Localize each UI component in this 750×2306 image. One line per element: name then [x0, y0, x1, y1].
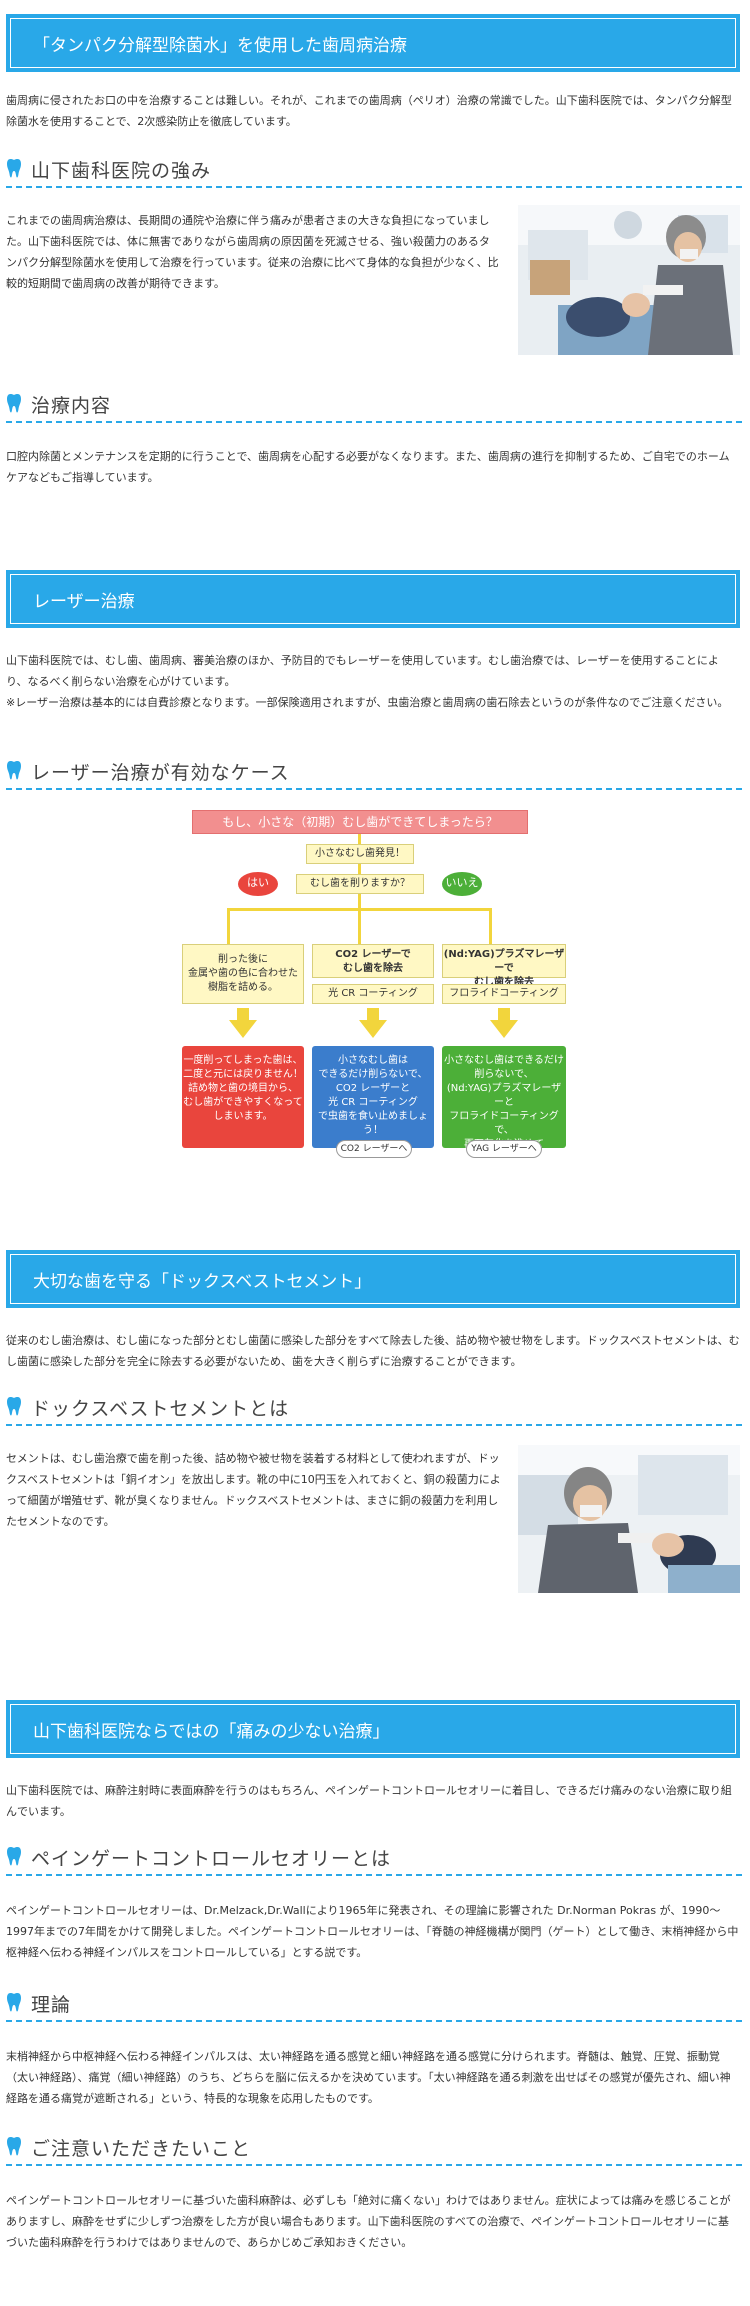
- tooth-icon: [7, 1993, 21, 2012]
- subsection-heading-text: レーザー治療が有効なケース: [31, 761, 290, 784]
- flowchart-option: (Nd:YAG)プラズマレーザーで むし歯を除去: [442, 944, 566, 988]
- section-banner-title: 山下歯科医院ならではの「痛みの少ない治療」: [10, 1704, 736, 1754]
- section-note: ※レーザー治療は基本的には自費診療となります。一部保険適用されますが、虫歯治療と…: [6, 696, 729, 709]
- subsection-heading: 治療内容: [6, 387, 742, 423]
- flowchart-no: いいえ: [442, 872, 482, 896]
- subsection-body: ペインゲートコントロールセオリーに基づいた歯科麻酔は、必ずしも「絶対に痛くない」…: [6, 2194, 731, 2249]
- section-banner-title: レーザー治療: [10, 574, 736, 624]
- flowchart-yes: はい: [238, 872, 278, 896]
- flowchart-title: もし、小さな（初期）むし歯ができてしまったら？: [192, 810, 528, 834]
- dentist-treatment-photo: [518, 1445, 740, 1593]
- section-intro: 山下歯科医院では、むし歯、歯周病、審美治療のほか、予防目的でもレーザーを使用して…: [6, 654, 719, 688]
- tooth-icon: [7, 394, 21, 413]
- flowchart-result: 一度削ってしまった歯は、 二度と元には戻りません！ 詰め物と歯の境目から、 むし…: [182, 1046, 304, 1148]
- laser-flowchart: もし、小さな（初期）むし歯ができてしまったら？ 小さなむし歯発見！ むし歯を削り…: [180, 810, 570, 1180]
- subsection-body: 末梢神経から中枢神経へ伝わる神経インパルスは、太い神経路を通る感覚と細い神経路を…: [6, 2050, 731, 2105]
- tooth-icon: [7, 1397, 21, 1416]
- subsection-heading: ドックスベストセメントとは: [6, 1390, 742, 1426]
- flowchart-option: CO2 レーザーで むし歯を除去: [312, 944, 434, 978]
- tooth-icon: [7, 1847, 21, 1866]
- flowchart-result: 小さなむし歯はできるだけ 削らないで、 (Nd:YAG)プラズマレーザーと フロ…: [442, 1046, 566, 1164]
- section-intro: 山下歯科医院では、麻酔注射時に表面麻酔を行うのはもちろん、ペインゲートコントロー…: [6, 1784, 732, 1818]
- tooth-icon: [7, 2137, 21, 2156]
- flowchart-result: 小さなむし歯は できるだけ削らないで、 CO2 レーザーと 光 CR コーティン…: [312, 1046, 434, 1148]
- subsection-heading: ご注意いただきたいこと: [6, 2130, 742, 2166]
- section-banner: 「タンパク分解型除菌水」を使用した歯周病治療: [6, 14, 740, 72]
- section-banner-title: 大切な歯を守る「ドックスベストセメント」: [10, 1254, 736, 1304]
- tooth-icon: [7, 761, 21, 780]
- section-banner: レーザー治療: [6, 570, 740, 628]
- subsection-body: セメントは、むし歯治療で歯を削った後、詰め物や被せ物を装着する材料として使われま…: [6, 1452, 501, 1528]
- subsection-heading: ペインゲートコントロールセオリーとは: [6, 1840, 742, 1876]
- subsection-heading-text: 治療内容: [31, 394, 112, 417]
- flowchart-arrow: [229, 1020, 257, 1038]
- subsection-body: ペインゲートコントロールセオリーは、Dr.Melzack,Dr.Wallにより1…: [6, 1904, 739, 1959]
- section-intro: 歯周病に侵されたお口の中を治療することは難しい。それが、これまでの歯周病（ペリオ…: [6, 94, 732, 128]
- section-intro: 従来のむし歯治療は、むし歯になった部分とむし歯菌に感染した部分をすべて除去した後…: [6, 1334, 740, 1368]
- tooth-icon: [7, 159, 21, 178]
- flowchart-tag: YAG レーザーへ: [466, 1140, 542, 1158]
- flowchart-coating: 光 CR コーティング: [312, 984, 434, 1004]
- subsection-heading-text: ペインゲートコントロールセオリーとは: [31, 1847, 392, 1870]
- subsection-heading-text: ご注意いただきたいこと: [31, 2137, 252, 2160]
- subsection-body: 口腔内除菌とメンテナンスを定期的に行うことで、歯周病を心配する必要がなくなります…: [6, 450, 730, 484]
- flowchart-found: 小さなむし歯発見！: [306, 844, 414, 864]
- section-banner: 大切な歯を守る「ドックスベストセメント」: [6, 1250, 740, 1308]
- subsection-heading: 山下歯科医院の強み: [6, 152, 742, 188]
- subsection-heading-text: ドックスベストセメントとは: [31, 1397, 290, 1420]
- subsection-heading-text: 理論: [31, 1993, 72, 2016]
- dentist-treatment-photo: [518, 205, 740, 355]
- flowchart-arrow: [490, 1020, 518, 1038]
- flowchart-coating: フロライドコーティング: [442, 984, 566, 1004]
- subsection-heading: レーザー治療が有効なケース: [6, 754, 742, 790]
- flowchart-arrow: [359, 1020, 387, 1038]
- section-banner: 山下歯科医院ならではの「痛みの少ない治療」: [6, 1700, 740, 1758]
- flowchart-tag: CO2 レーザーへ: [336, 1140, 412, 1158]
- flowchart-option: 削った後に 金属や歯の色に合わせた 樹脂を詰める。: [182, 944, 304, 1004]
- section-banner-title: 「タンパク分解型除菌水」を使用した歯周病治療: [10, 18, 736, 68]
- subsection-body: これまでの歯周病治療は、長期間の通院や治療に伴う痛みが患者さまの大きな負担になっ…: [6, 214, 499, 290]
- subsection-heading: 理論: [6, 1986, 742, 2022]
- subsection-heading-text: 山下歯科医院の強み: [31, 159, 212, 182]
- flowchart-question: むし歯を削りますか？: [296, 874, 424, 894]
